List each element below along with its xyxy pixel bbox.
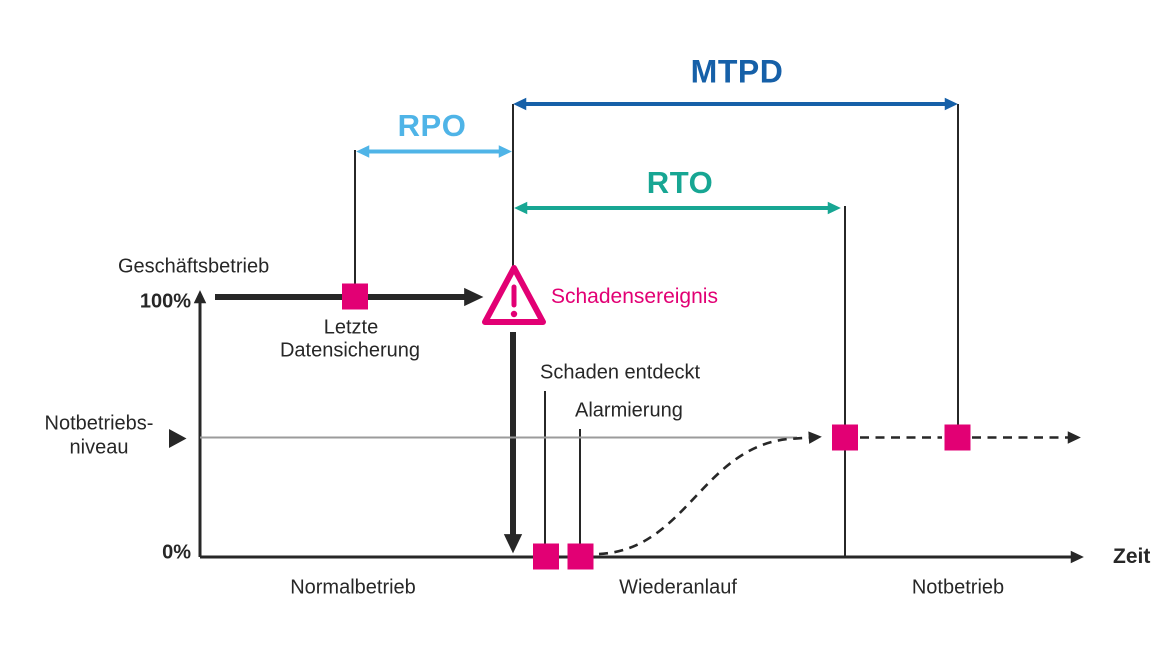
event-marker-square-mtpd-reached [944,424,971,451]
alerting-label: Alarmierung [575,399,683,422]
event-marker-square-last-backup [342,283,368,310]
mtpd-label: MTPD [690,53,784,90]
y-min-label: 0% [162,541,191,564]
x-axis-title: Zeit [1113,544,1151,568]
event-marker-square-alerting [567,543,594,570]
y-max-label: 100% [139,290,191,313]
phase-emergency-label: Notbetrieb [911,576,1005,599]
recovery-curve [598,431,822,556]
rpo-label: RPO [397,108,467,144]
y-axis-title: Geschäftsbetrieb [118,255,270,278]
event-marker-square-damage-detected [533,543,559,570]
damage-detected-label: Schaden entdeckt [540,361,701,384]
level-pointer-icon [169,429,187,448]
emergency-level-label-line1: Notbetriebs- [44,412,154,435]
phase-normal-label: Normalbetrieb [290,576,416,599]
last-backup-label-line1: Letzte [323,316,379,339]
emergency-level-label-line2: niveau [69,436,129,459]
rto-label: RTO [646,165,714,201]
phase-recovery-label: Wiederanlauf [619,576,737,599]
warning-triangle-icon [482,265,546,325]
last-backup-label-line2: Datensicherung [279,339,421,362]
damage-event-label: Schadensereignis [551,284,718,308]
event-marker-square-rto-reached [832,424,858,451]
